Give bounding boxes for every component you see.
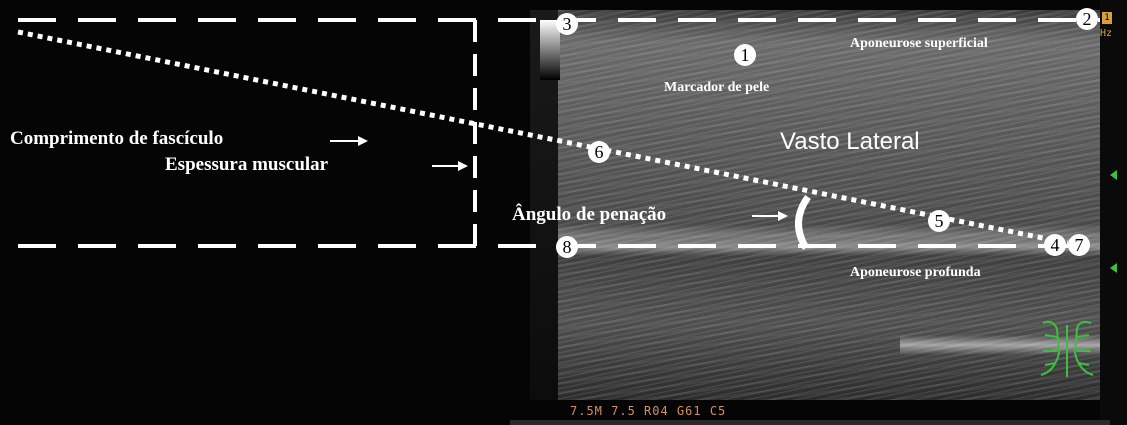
marker-2: 2 (1076, 8, 1098, 30)
superficial-aponeurosis-label: Aponeurose superficial (850, 36, 988, 52)
deep-aponeurosis-label: Aponeurose profunda (850, 265, 981, 281)
marker-3: 3 (556, 13, 578, 35)
fascicle-arrow-head (358, 136, 368, 146)
pennation-angle-label: Ângulo de penação (512, 204, 666, 226)
marker-4: 4 (1044, 234, 1066, 256)
fascicle-length-label: Comprimento de fascículo (10, 128, 223, 150)
device-settings-readout: 7.5M 7.5 R04 G61 C5 (570, 404, 726, 418)
marker-8: 8 (556, 236, 578, 258)
muscle-label: Vasto Lateral (780, 128, 920, 156)
footer-bar (510, 420, 1110, 425)
marker-7: 7 (1068, 234, 1090, 256)
muscle-thickness-label: Espessura muscular (165, 154, 328, 176)
marker-5: 5 (928, 210, 950, 232)
angle-arrow-head (778, 211, 788, 221)
skin-marker-label: Marcador de pele (664, 80, 769, 96)
marker-1: 1 (734, 44, 756, 66)
pennation-angle-arc (798, 197, 808, 248)
thickness-arrow-head (458, 161, 468, 171)
marker-6: 6 (588, 141, 610, 163)
